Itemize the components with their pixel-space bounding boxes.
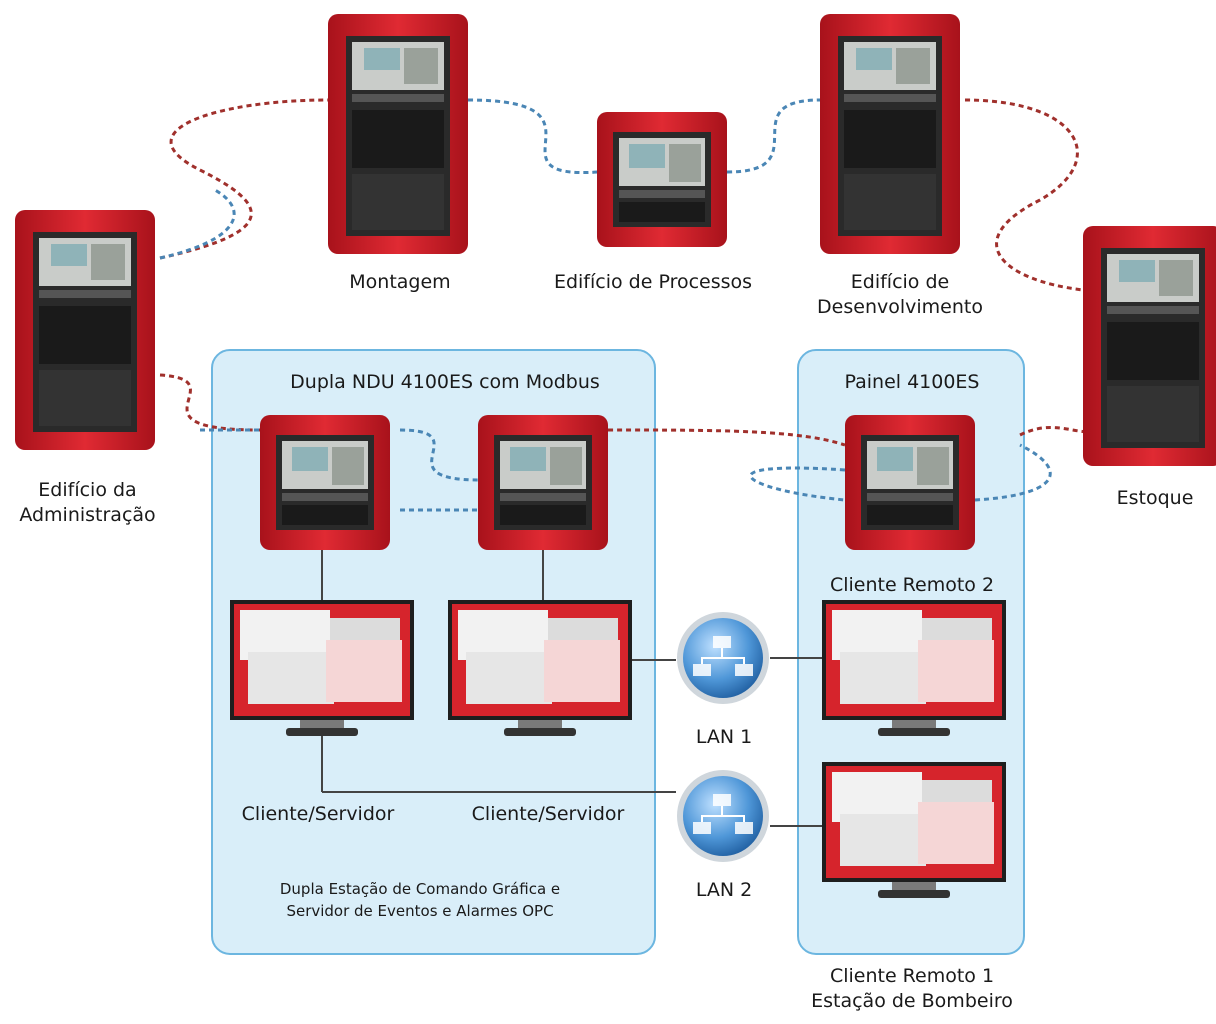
label-desenvolvimento: Edifício de Desenvolvimento [817,271,983,318]
panel-administracao [15,210,155,450]
label-processos: Edifício de Processos [553,271,753,293]
lan1-icon [676,611,770,705]
label-cliente-servidor-1: Cliente/Servidor [241,803,395,825]
panel-estoque [1083,226,1216,466]
label-lan2: LAN 2 [695,879,753,901]
caption-dupla-estacao: Dupla Estação de Comando Gráfica e Servi… [279,880,561,920]
label-painel: Painel 4100ES [844,371,980,393]
label-lan1: LAN 1 [695,726,753,748]
label-cliente-servidor-2: Cliente/Servidor [471,803,625,825]
panel-processos [597,112,727,247]
monitor-cliente-remoto-1 [822,762,1006,898]
monitor-cliente-servidor-1 [230,600,414,736]
lan2-icon [676,769,770,863]
label-cliente-remoto-1: Cliente Remoto 1 Estação de Bombeiro [811,965,1013,1012]
panel-desenvolvimento [820,14,960,254]
label-dupla-ndu: Dupla NDU 4100ES com Modbus [290,371,600,393]
panel-ndu-2 [478,415,608,550]
label-montagem: Montagem [349,271,451,293]
lan-lines [321,548,822,827]
panel-ndu-1 [260,415,390,550]
panel-4100es [845,415,975,550]
monitor-cliente-servidor-2 [448,600,632,736]
label-estoque: Estoque [1116,487,1194,509]
monitor-cliente-remoto-2 [822,600,1006,736]
panel-montagem [328,14,468,254]
label-cliente-remoto-2: Cliente Remoto 2 [829,574,995,596]
label-administracao: Edifício da Administração [19,479,156,526]
